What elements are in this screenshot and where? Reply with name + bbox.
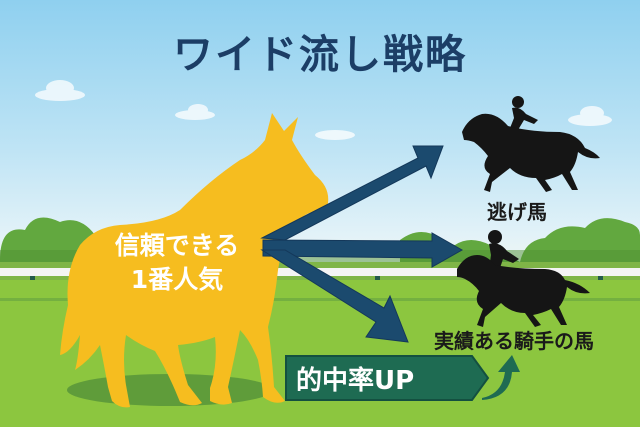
page-title: ワイド流し戦略	[173, 32, 467, 78]
front-runner-horse-icon	[462, 96, 600, 192]
hit-rate-badge	[285, 355, 520, 401]
favorite-horse-label-line2: 1番人気	[130, 265, 224, 294]
front-runner-label: 逃げ馬	[487, 200, 547, 224]
arrow-to-front-runner-icon	[260, 145, 444, 241]
jockey-horse-icon	[457, 230, 590, 327]
up-arrow-icon	[482, 355, 520, 400]
cloud-icon	[35, 80, 612, 140]
favorite-horse-silhouette	[60, 113, 329, 408]
hit-rate-label: 的中率UP	[296, 366, 415, 396]
jockey-horse-label: 実績ある騎手の馬	[434, 329, 594, 353]
arrow-to-jockey-horse-icon	[260, 249, 409, 343]
favorite-horse-label-line1: 信頼できる	[114, 231, 240, 260]
